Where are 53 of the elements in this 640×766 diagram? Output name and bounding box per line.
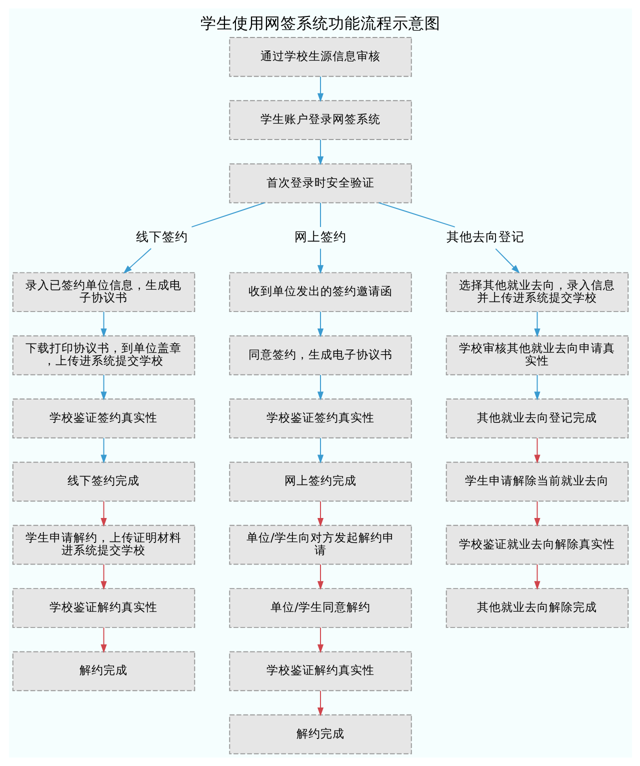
arrow [316,690,324,716]
arrow [100,311,106,338]
arrow [534,564,540,590]
node-box: 下载打印协议书，到单位盖章，上传进系统提交学校 [12,335,195,376]
node-box: 首次登录时安全验证 [228,163,412,204]
node-box: 录入已签约单位信息，生成电子协议书 [12,272,195,312]
node-box: 解约完成 [12,651,195,692]
node-box: 学校鉴证就业去向解除真实性 [445,524,628,565]
arrow [316,564,324,590]
node-box: 通过学校生源信息审核 [228,37,412,77]
node-box: 网上签约完成 [228,462,412,502]
node-text: 线下签约 [136,229,188,244]
node-box: 学生账户登录网签系统 [228,100,412,140]
node-box: 单位/学生同意解约 [228,588,412,628]
arrow [316,438,324,464]
node-text: 其他去向登记 [446,229,524,244]
arrow [316,139,324,166]
node-box: 选择其他就业去向，录入信息并上传进系统提交学校 [445,272,628,312]
node-box: 学生申请解除当前就业去向 [445,462,628,502]
node-box: 线下签约完成 [12,462,195,502]
node-box: 收到单位发出的签约邀请函 [228,272,412,312]
connector [378,202,455,228]
node-box: 单位/学生向对方发起解约申请 [228,524,412,565]
connector [190,202,265,228]
arrow [316,311,324,338]
node-box: 学校鉴证签约真实性 [228,398,412,438]
node-box: 其他就业去向登记完成 [445,398,628,438]
arrow [100,438,106,464]
node-box: 学生申请解约，上传证明材料进系统提交学校 [12,524,195,565]
arrow [100,374,106,400]
arrow [316,500,324,527]
arrow [316,248,324,274]
arrow [100,500,106,527]
arrow [534,374,540,400]
node-box: 学校鉴证解约真实性 [228,651,412,692]
node-box: 解约完成 [228,714,412,754]
arrow [494,248,520,274]
node-box: 同意签约，生成电子协议书 [228,335,412,376]
arrow [534,311,540,338]
arrow [316,76,324,102]
diagram-title: 学生使用网签系统功能流程示意图 [200,14,440,33]
node-text: 网上签约 [294,229,346,244]
node-box: 学校鉴证签约真实性 [12,398,195,438]
node-box: 其他就业去向解除完成 [445,588,628,628]
arrow [100,564,106,590]
arrow [534,438,540,464]
arrow [316,374,324,400]
node-box: 学校审核其他就业去向申请真实性 [445,335,628,376]
arrow [534,500,540,527]
node-box: 学校鉴证解约真实性 [12,588,195,628]
arrow [316,627,324,654]
arrow [122,248,152,274]
arrow [100,627,106,654]
